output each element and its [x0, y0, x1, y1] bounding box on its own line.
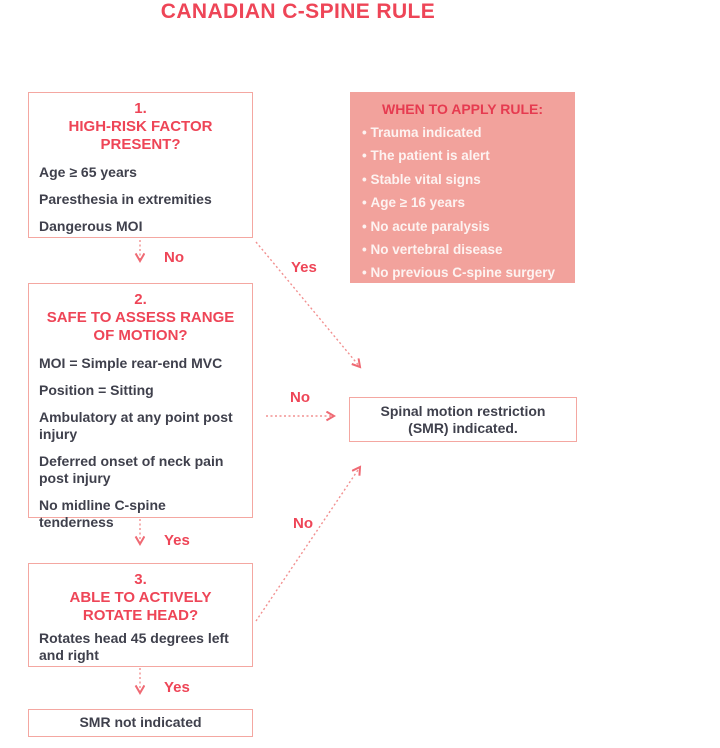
step1-item: Age ≥ 65 years — [39, 164, 137, 180]
edge-label-step3-yes: Yes — [164, 679, 190, 696]
when-to-apply-rule-panel: WHEN TO APPLY RULE: Trauma indicated The… — [350, 92, 575, 283]
step3-rotate-head-box: 3. ABLE TO ACTIVELY ROTATE HEAD? Rotates… — [28, 563, 253, 667]
step2-item: No midline C-spine tenderness — [39, 497, 166, 530]
edge-label-step1-yes: Yes — [291, 259, 317, 276]
apply-rule-bullet: The patient is alert — [362, 144, 563, 167]
step2-heading-line2: OF MOTION? — [93, 327, 188, 344]
smr-indicated-line1: Spinal motion restriction — [380, 403, 546, 419]
edge-label-step2-yes: Yes — [164, 532, 190, 549]
step1-number: 1. — [134, 100, 147, 117]
step2-item: MOI = Simple rear-end MVC — [39, 355, 223, 371]
step2-item: Ambulatory at any point post injury — [39, 409, 233, 442]
step3-heading-line2: ROTATE HEAD? — [82, 607, 199, 624]
edge-label-step3-no: No — [293, 515, 313, 532]
smr-indicated-box: Spinal motion restriction (SMR) indicate… — [349, 397, 577, 442]
edge-label-step2-no: No — [290, 389, 310, 406]
smr-not-indicated-box: SMR not indicated — [28, 709, 253, 737]
apply-rule-bullet: Age ≥ 16 years — [362, 191, 563, 214]
apply-rule-bullet: Trauma indicated — [362, 121, 563, 144]
apply-rule-bullet: No previous C-spine surgery — [362, 261, 563, 284]
step3-heading-line1: ABLE TO ACTIVELY — [69, 589, 212, 606]
step1-item: Dangerous MOI — [39, 218, 143, 234]
step1-heading-line2: PRESENT? — [100, 136, 181, 153]
smr-indicated-line2: (SMR) indicated. — [408, 420, 518, 436]
arrow-step3-no-to-smr — [255, 467, 360, 622]
apply-rule-bullet: No vertebral disease — [362, 238, 563, 261]
edge-label-step1-no: No — [164, 249, 184, 266]
step2-item: Deferred onset of neck pain post injury — [39, 453, 224, 486]
step3-item: Rotates head 45 degrees left and right — [39, 630, 229, 663]
apply-rule-heading: WHEN TO APPLY RULE: — [381, 101, 544, 117]
step1-item: Paresthesia in extremities — [39, 191, 212, 207]
step2-number: 2. — [134, 291, 147, 308]
step1-high-risk-box: 1. HIGH-RISK FACTOR PRESENT? Age ≥ 65 ye… — [28, 92, 253, 238]
step1-heading-line1: HIGH-RISK FACTOR — [68, 118, 213, 135]
apply-rule-bullet: Stable vital signs — [362, 168, 563, 191]
apply-rule-bullet: No acute paralysis — [362, 215, 563, 238]
step2-heading-line1: SAFE TO ASSESS RANGE — [46, 309, 235, 326]
step2-safe-to-assess-box: 2. SAFE TO ASSESS RANGE OF MOTION? MOI =… — [28, 283, 253, 530]
step2-item: Position = Sitting — [39, 382, 154, 398]
step3-number: 3. — [134, 571, 147, 588]
page-title: CANADIAN C-SPINE RULE — [160, 0, 436, 23]
